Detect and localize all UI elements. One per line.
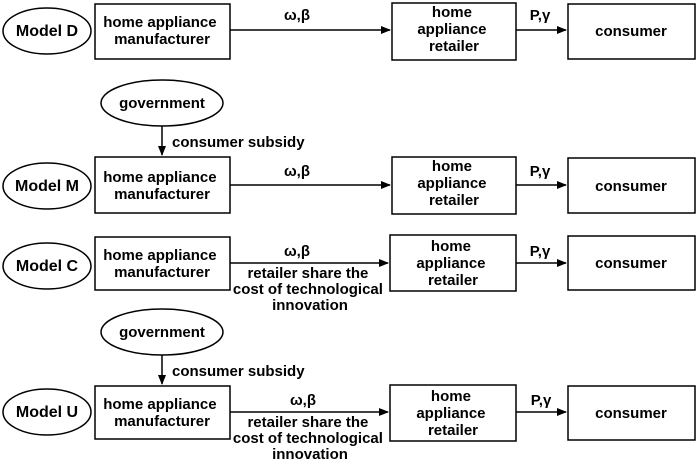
model-m-manufacturer-label-line1: home appliance (103, 169, 216, 186)
model-u-manufacturer-label: home appliance manufacturer (103, 396, 221, 430)
model-u-consumer-box (567, 385, 696, 441)
model-u-government-group: government consumer subsidy (100, 308, 305, 385)
model-c-edge-label-p-gamma: P,γ (530, 243, 551, 260)
model-d-manufacturer-label-line1: home appliance (103, 14, 216, 31)
model-m-label: Model M (15, 178, 79, 195)
model-m-retailer-label-line1: home (432, 158, 472, 175)
model-u-cost-sharing-label: retailer share the cost of technological… (233, 414, 387, 463)
model-c-row: Model C home appliance manufacturer ω,β … (2, 234, 696, 314)
model-m-consumer-box (567, 157, 696, 214)
model-u-cost-sharing-line2: cost of technological (233, 430, 383, 447)
model-d-edge-label-omega-beta: ω,β (284, 7, 310, 24)
model-u-retailer-label-line2: appliance (416, 405, 485, 422)
model-d-edge-label-p-gamma: P,γ (530, 7, 551, 24)
model-d-manufacturer-label-line2: manufacturer (114, 31, 210, 48)
model-m-consumer-label: consumer (595, 178, 667, 195)
model-u-edge-label-p-gamma: P,γ (531, 392, 552, 409)
model-c-consumer-box (567, 235, 696, 291)
model-c-cost-sharing-line3: innovation (272, 297, 348, 314)
model-d-label: Model D (16, 23, 78, 40)
model-c-cost-sharing-label: retailer share the cost of technological… (233, 265, 387, 314)
model-d-ellipse (2, 7, 92, 55)
model-c-cost-sharing-line1: retailer share the (247, 265, 368, 282)
model-c-manufacturer-label-line2: manufacturer (114, 264, 210, 281)
model-u-consumer-label: consumer (595, 405, 667, 422)
model-d-manufacturer-box (94, 3, 231, 60)
model-m-retailer-label-line3: retailer (429, 192, 479, 209)
model-m-edge-label-omega-beta: ω,β (284, 163, 310, 180)
model-u-row: Model U home appliance manufacturer ω,β … (2, 384, 696, 463)
model-u-label: Model U (16, 404, 78, 421)
model-c-retailer-label-line2: appliance (416, 255, 485, 272)
model-c-consumer-label: consumer (595, 255, 667, 272)
model-d-consumer-label: consumer (595, 23, 667, 40)
model-u-cost-sharing-line3: innovation (272, 446, 348, 463)
model-d-retailer-label: home appliance retailer (417, 4, 490, 55)
model-m-edge-label-p-gamma: P,γ (530, 163, 551, 180)
model-c-retailer-label: home appliance retailer (416, 238, 489, 289)
model-m-row: Model M home appliance manufacturer ω,β … (2, 156, 696, 215)
model-u-cost-sharing-line1: retailer share the (247, 414, 368, 431)
model-m-government-label: government (119, 95, 205, 112)
model-c-cost-sharing-line2: cost of technological (233, 281, 383, 298)
model-u-ellipse (2, 388, 92, 436)
model-d-retailer-label-line1: home (432, 4, 472, 21)
model-c-retailer-label-line1: home (431, 238, 471, 255)
model-u-retailer-box (389, 384, 517, 442)
model-u-edge-label-omega-beta: ω,β (290, 392, 316, 409)
model-m-retailer-label: home appliance retailer (417, 158, 490, 209)
model-d-consumer-box (567, 3, 696, 60)
model-d-retailer-box (391, 2, 517, 61)
model-c-retailer-label-line3: retailer (428, 272, 478, 289)
model-m-manufacturer-label-line2: manufacturer (114, 186, 210, 203)
model-m-subsidy-label: consumer subsidy (172, 134, 305, 151)
model-u-manufacturer-label-line2: manufacturer (114, 413, 210, 430)
model-m-retailer-label-line2: appliance (417, 175, 486, 192)
model-d-manufacturer-label: home appliance manufacturer (103, 14, 221, 48)
model-d-retailer-label-line3: retailer (429, 38, 479, 55)
model-c-retailer-box (389, 234, 517, 292)
model-u-government-label: government (119, 324, 205, 341)
model-m-government-group: government consumer subsidy (100, 79, 305, 156)
model-d-retailer-label-line2: appliance (417, 21, 486, 38)
model-c-label: Model C (16, 258, 79, 275)
model-c-manufacturer-label-line1: home appliance (103, 247, 216, 264)
model-c-edge-label-omega-beta: ω,β (284, 243, 310, 260)
model-d-row: Model D home appliance manufacturer ω,β … (2, 2, 696, 61)
model-u-retailer-label: home appliance retailer (416, 388, 489, 439)
model-c-manufacturer-label: home appliance manufacturer (103, 247, 221, 281)
model-c-manufacturer-box (94, 236, 231, 291)
model-c-ellipse (2, 242, 92, 290)
model-u-retailer-label-line3: retailer (428, 422, 478, 439)
model-u-subsidy-label: consumer subsidy (172, 363, 305, 380)
model-u-manufacturer-label-line1: home appliance (103, 396, 216, 413)
model-m-manufacturer-label: home appliance manufacturer (103, 169, 221, 203)
model-m-ellipse (2, 162, 92, 210)
model-u-retailer-label-line1: home (431, 388, 471, 405)
